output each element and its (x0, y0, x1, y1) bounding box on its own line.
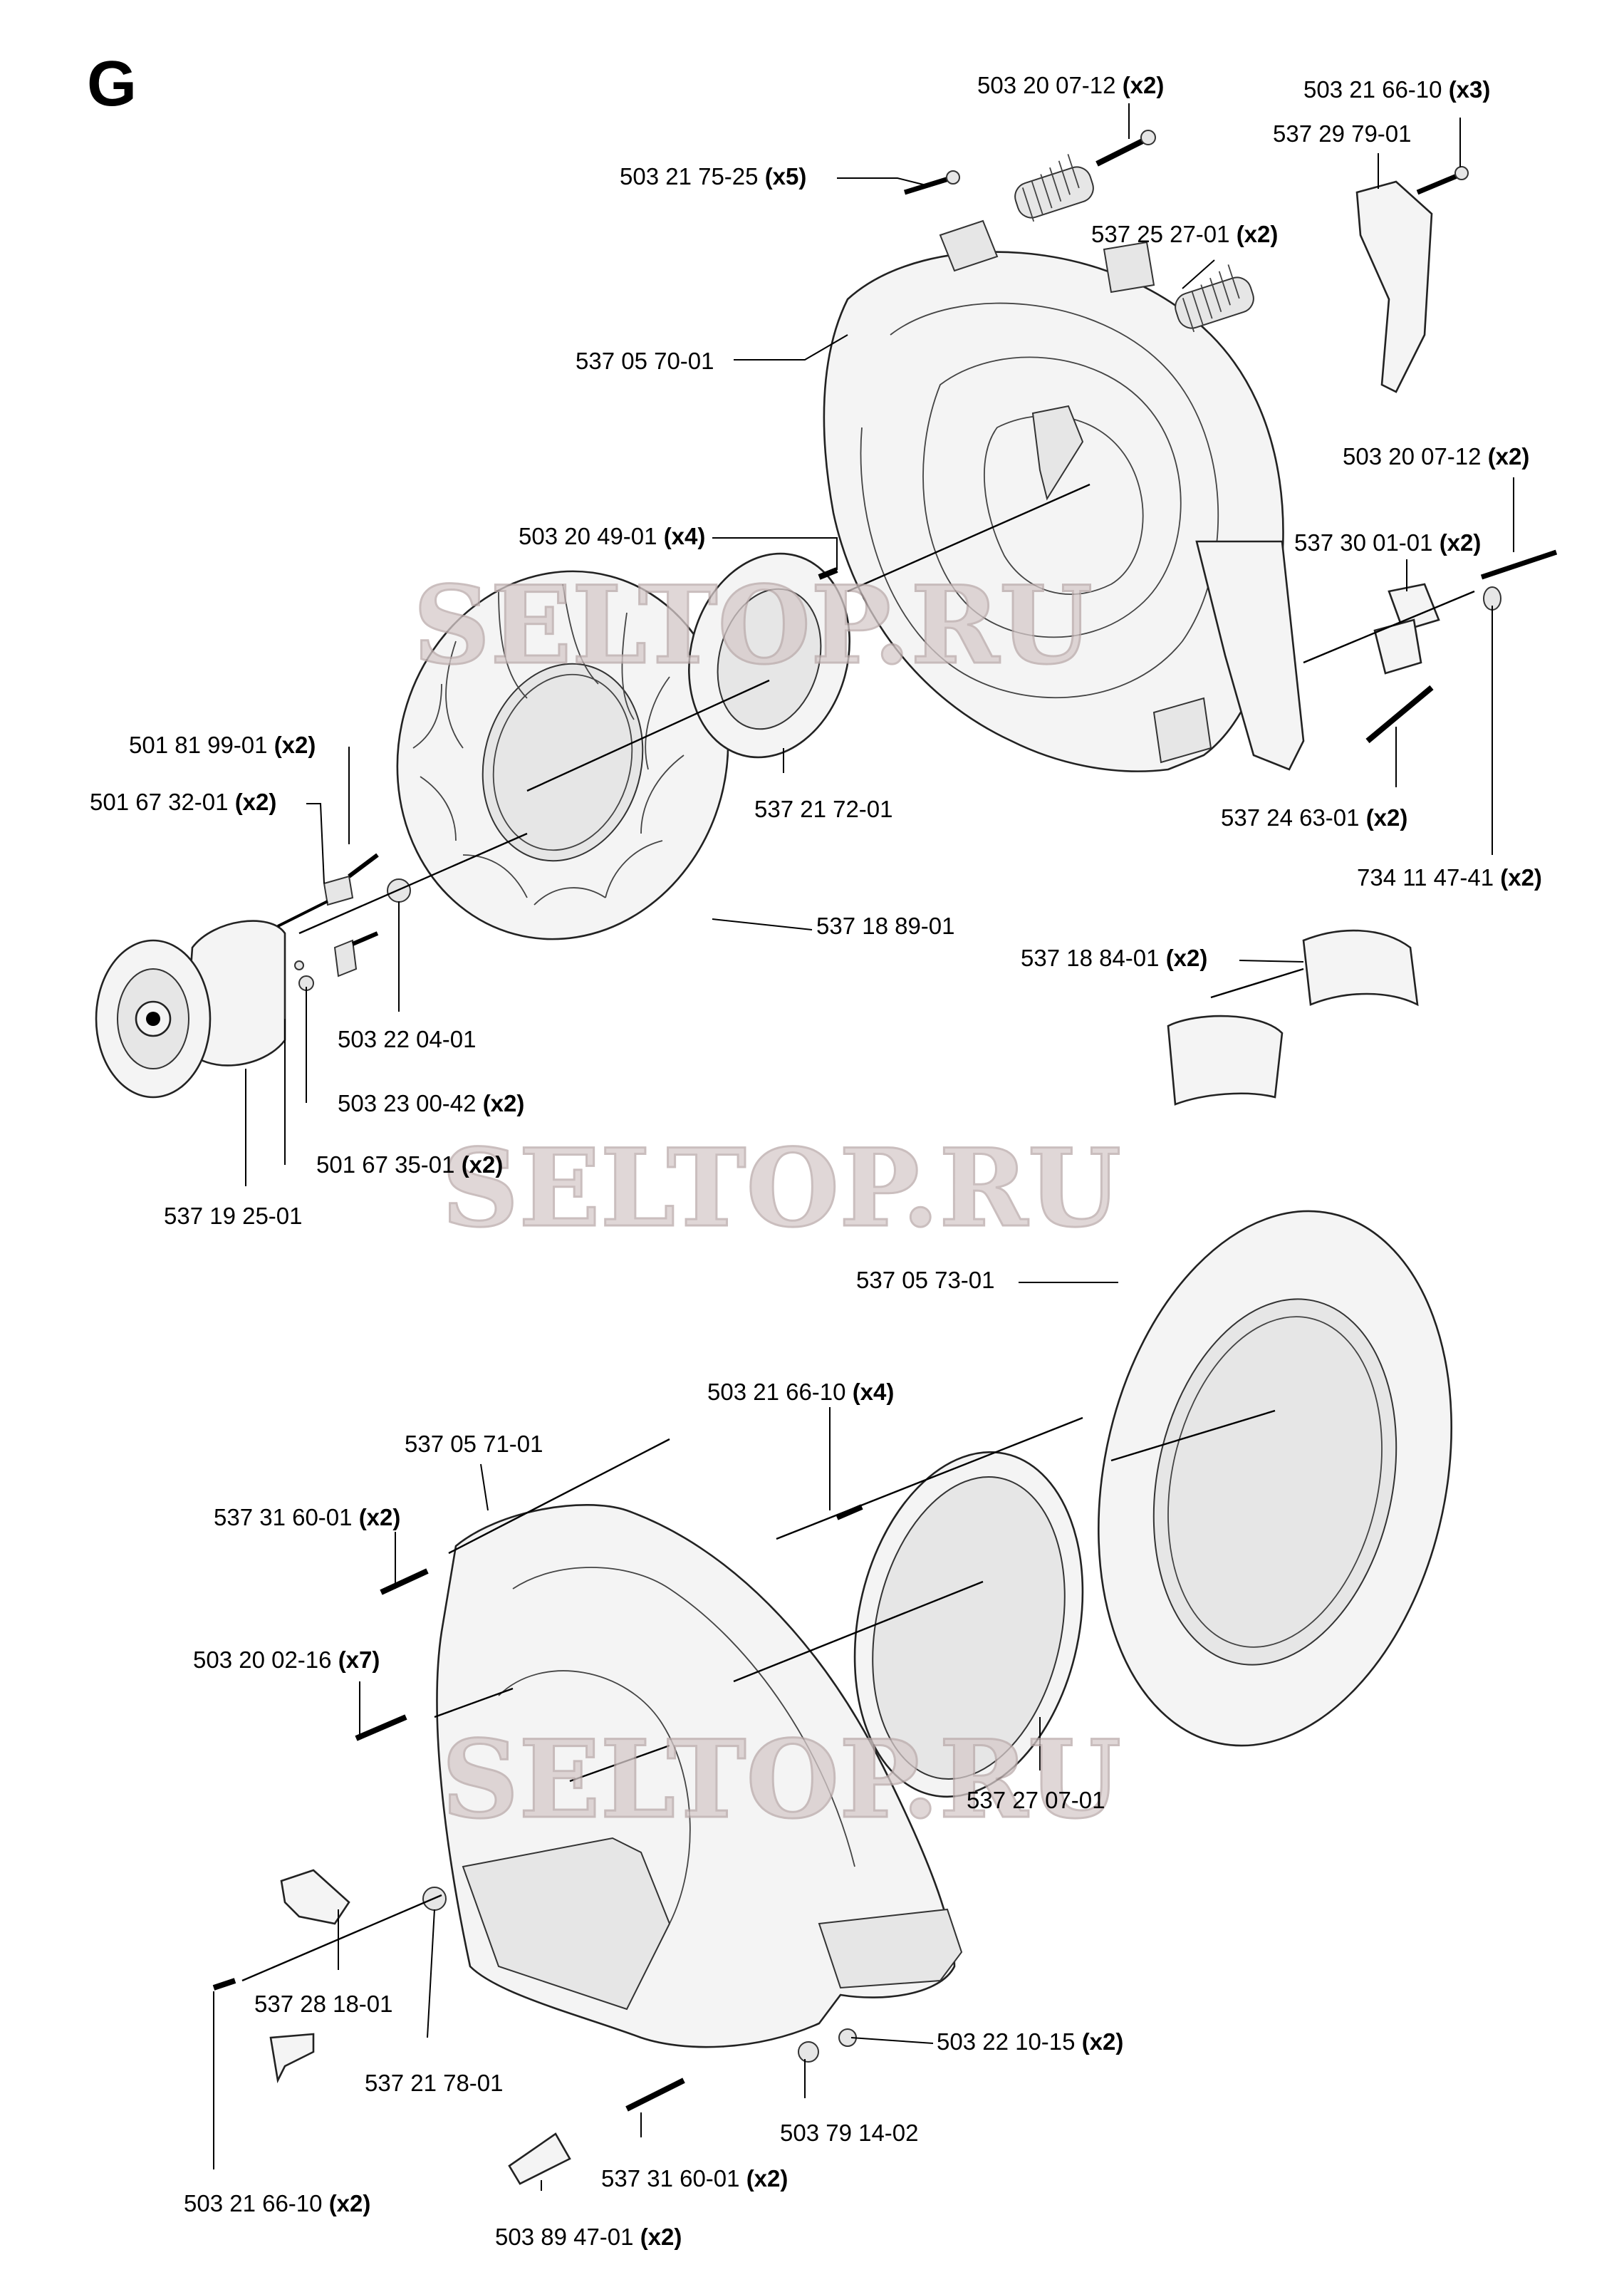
watermark-2: SELTOP.RU (442, 1126, 1121, 1251)
part-label: 537 31 60-01 (x2) (601, 2165, 788, 2192)
part-label: 537 05 73-01 (856, 1267, 995, 1293)
watermark-3: SELTOP.RU (442, 1717, 1121, 1842)
part-label: 537 31 60-01 (x2) (214, 1504, 400, 1530)
knob (798, 2041, 819, 2063)
spring-lower (1175, 264, 1254, 333)
inner-ring (853, 1451, 1084, 1798)
fan-hub (95, 920, 286, 1099)
part-label: 537 21 72-01 (754, 796, 893, 822)
center-lines-upper (298, 483, 1475, 999)
section-letter: G (87, 48, 137, 120)
part-label: 503 22 10-15 (x2) (937, 2028, 1123, 2055)
volute-housing (436, 1504, 963, 2048)
cover-plate (1098, 1210, 1452, 1747)
screw-right (1480, 549, 1558, 580)
part-label: 501 67 32-01 (x2) (90, 789, 276, 815)
clamp (1373, 583, 1440, 675)
clip-left (269, 2033, 315, 2084)
part-label: 734 11 47-41 (x2) (1357, 864, 1542, 891)
screw-top-3 (1416, 166, 1469, 195)
screw-ring (818, 567, 838, 580)
screw-lower-1 (380, 1568, 429, 1595)
part-labels: 503 20 07-12 (x2) 503 21 66-10 (x3) 537 … (90, 72, 1542, 2250)
part-label: 503 79 14-02 (780, 2120, 919, 2146)
part-label: 537 25 27-01 (x2) (1091, 221, 1278, 247)
watermark-1: SELTOP.RU (413, 563, 1093, 688)
part-label: 537 19 25-01 (164, 1203, 303, 1229)
leader-lines (213, 103, 1514, 2191)
screw-lower-2 (355, 1714, 407, 1741)
part-label: 503 21 75-25 (x5) (620, 163, 806, 190)
part-label: 503 20 49-01 (x4) (519, 523, 705, 549)
part-label: 537 05 71-01 (405, 1431, 543, 1457)
part-label: 537 18 89-01 (816, 913, 955, 939)
part-label: 503 21 66-10 (x2) (184, 2190, 370, 2216)
part-label: 503 23 00-42 (x2) (338, 1090, 524, 1116)
small-hardware (277, 853, 411, 991)
part-label: 537 29 79-01 (1273, 120, 1412, 147)
part-label: 503 22 04-01 (338, 1026, 477, 1052)
upper-assembly (95, 130, 1558, 1106)
part-label: 503 20 07-12 (x2) (1343, 443, 1529, 470)
screw-top-1 (1095, 130, 1156, 167)
part-label: 537 24 63-01 (x2) (1221, 804, 1407, 831)
part-label: 537 18 84-01 (x2) (1021, 945, 1207, 971)
part-label: 537 30 01-01 (x2) (1294, 529, 1481, 556)
screw-lower-3 (836, 1504, 863, 1520)
ring-plate (688, 552, 850, 759)
screw-lower-4 (625, 2078, 685, 2112)
part-label: 503 89 47-01 (x2) (495, 2224, 682, 2250)
part-label: 501 81 99-01 (x2) (129, 732, 316, 758)
tube-sections (1167, 929, 1419, 1106)
part-label: 503 21 66-10 (x3) (1303, 76, 1490, 103)
part-label: 503 20 07-12 (x2) (977, 72, 1164, 98)
lower-assembly (212, 1210, 1452, 2185)
part-label: 537 27 07-01 (967, 1787, 1105, 1813)
part-label: 501 67 35-01 (x2) (316, 1151, 503, 1178)
center-lines-lower (241, 1409, 1276, 1982)
blower-housing (823, 219, 1305, 772)
screw-top-2 (903, 170, 960, 195)
part-label: 503 20 02-16 (x7) (193, 1646, 380, 1673)
bracket (1355, 180, 1433, 393)
part-label: 503 21 66-10 (x4) (707, 1379, 894, 1405)
spark-guard (280, 1869, 350, 1925)
bolt-long (1365, 685, 1434, 744)
part-label: 537 21 78-01 (365, 2070, 504, 2096)
spring-upper (1014, 154, 1094, 222)
clip-bottom (508, 2132, 571, 2185)
screw-lower-5 (212, 1978, 236, 1991)
part-label: 537 05 70-01 (576, 348, 714, 374)
impeller (396, 570, 729, 940)
part-label: 537 28 18-01 (254, 1991, 393, 2017)
